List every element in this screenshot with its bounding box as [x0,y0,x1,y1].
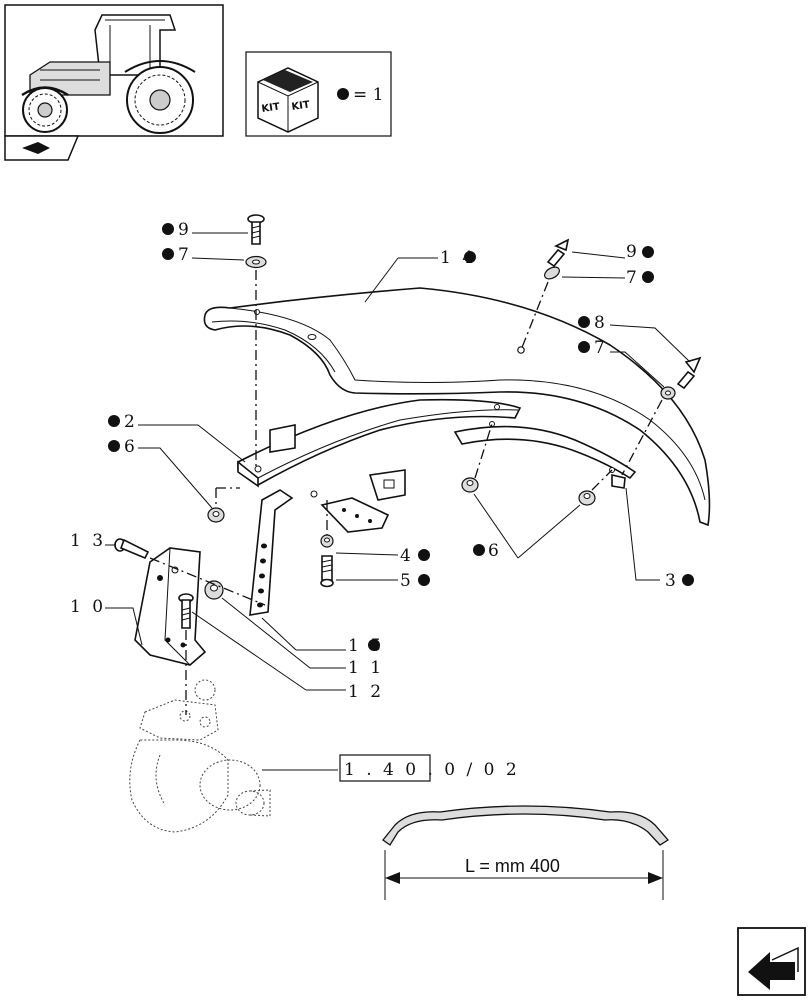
reference-text[interactable]: 1 . 4 0 . 0 / 0 2 [344,760,520,780]
axis-line-mid [474,423,493,479]
label-14: 1 4 [440,248,476,268]
bushing-part-11 [204,580,224,600]
label-6-left: 6 [124,437,138,457]
support-plate-part-2 [237,398,522,533]
kit-label-right: KIT [291,100,311,113]
bolt-part-5 [320,555,334,588]
leader-lines [105,232,691,771]
kit-equals-text: = 1 [353,85,383,105]
label-13: 1 3 [70,531,106,551]
next-page-arrow-icon[interactable] [737,927,806,996]
dimension-detail: L = mm 400 [382,805,669,900]
label-9-right: 9 [626,242,640,262]
nut-part-6-mid [461,477,479,493]
label-12: 1 2 [348,682,384,702]
screw-part-13 [114,538,150,560]
axis-line-right-3 [591,469,613,491]
kit-label-left: KIT [261,102,281,115]
strip-part-3 [453,421,637,489]
kit-box-icon: KIT KIT [257,67,319,133]
washer-part-7-lower-right [660,386,676,400]
label-7-lower-right: 7 [594,338,608,358]
callout-labels: 9 7 1 4 9 7 8 7 2 6 6 3 1 3 4 5 1 0 1 5 … [70,220,694,702]
label-9-left: 9 [178,220,192,240]
label-8: 8 [594,313,608,333]
label-2: 2 [124,412,138,432]
vertical-bracket-part-15 [215,487,294,616]
section-tab-icon[interactable] [4,135,80,161]
axis-line-right [520,281,549,351]
label-7-right: 7 [626,268,640,288]
tractor-thumbnail-icon[interactable] [4,4,224,137]
label-5: 5 [400,571,414,591]
label-3: 3 [665,571,679,591]
nut-part-4 [320,534,334,548]
label-10: 1 0 [70,597,106,617]
nut-part-6-right [578,490,596,506]
axis-line-screw-13 [149,557,266,606]
washer-part-7-left [245,255,267,269]
nut-part-6-left [207,507,225,523]
label-7-left: 7 [178,245,192,265]
mount-bracket-part-10 [134,547,207,666]
screw-part-9-right [546,238,570,268]
label-6-right: 6 [488,541,502,561]
screw-part-9-left [247,214,265,245]
kit-bullet-icon [337,88,349,100]
kit-legend: KIT KIT = 1 [245,51,392,137]
screw-part-8 [676,356,702,390]
dimension-text: L = mm 400 [465,856,560,876]
axis-line-right-2 [621,399,663,476]
label-4: 4 [400,546,414,566]
bolt-part-12 [178,593,194,629]
label-11: 1 1 [348,658,384,678]
reference-link[interactable]: 1 . 4 0 . 0 / 0 2 [339,754,520,782]
axle-hub-ghost [129,679,271,833]
washer-part-7-right [544,266,560,280]
